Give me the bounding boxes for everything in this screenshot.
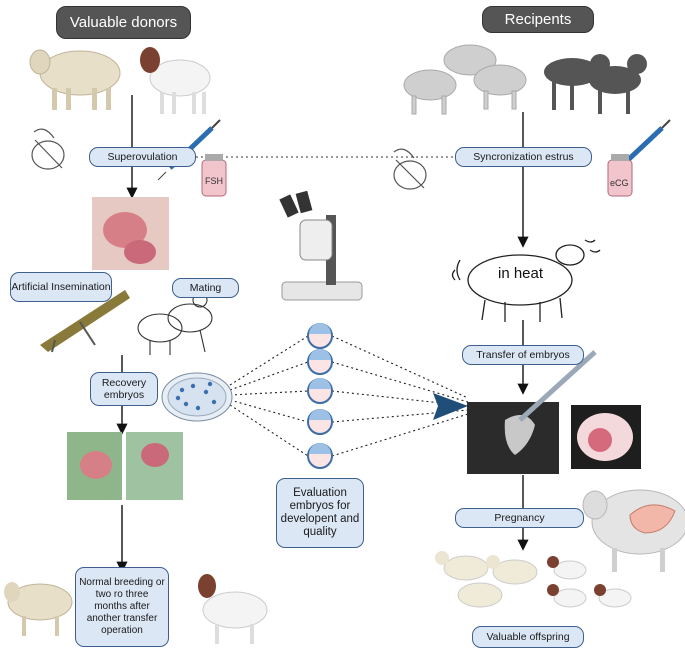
embryo-dotted-lines: [229, 335, 469, 457]
recipient-sheep-icon: [403, 44, 527, 115]
fsh-vial-icon: [201, 154, 227, 197]
mating-label: Mating: [172, 278, 239, 298]
ecg-label: eCG: [610, 178, 629, 188]
in-heat-label: in heat: [498, 265, 544, 282]
bottom-sheep-icon: [4, 582, 73, 636]
embryo-icon: [307, 349, 333, 375]
fsh-label: FSH: [205, 176, 223, 186]
flow-lines: [116, 95, 529, 573]
injection-hand-icon-right: [393, 148, 427, 190]
donor-goat-icon: [140, 47, 211, 114]
embryo-icon: [307, 443, 333, 469]
embryo-icon: [307, 378, 333, 404]
artificial-insemination-label: Artificial Insemination: [10, 272, 112, 302]
superovulation-label: Superovulation: [89, 147, 196, 167]
in-heat-sheep-icon: [451, 239, 601, 322]
sync-estrus-label: Syncronization estrus: [455, 147, 592, 167]
pregnancy-label: Pregnancy: [455, 508, 584, 528]
injection-hand-icon-left: [31, 128, 65, 170]
embryo-icons: [307, 323, 333, 469]
recovery-embryos-label: Recovery embryos: [90, 372, 158, 406]
blue-arrow: [433, 393, 468, 420]
offspring-kids-icon: [547, 556, 632, 608]
pregnant-sheep-icon: [582, 489, 685, 572]
syringe-icon-right: [626, 119, 671, 162]
recipients-header: Recipents: [482, 6, 594, 33]
mating-sheep-icon: [137, 292, 213, 355]
valuable-offspring-label: Valuable offspring: [472, 626, 584, 648]
embryo-icon: [307, 409, 333, 435]
normal-breeding-label: Normal breeding or two ro three months a…: [75, 567, 169, 647]
donors-header: Valuable donors: [56, 6, 191, 39]
surgery-photo: [67, 432, 183, 500]
microscope-icon: [279, 190, 363, 301]
insemination-tool-icon: [40, 290, 130, 353]
recipient-goats-icon: [544, 54, 647, 114]
transfer-photo: [467, 350, 597, 474]
petri-dish-icon: [161, 372, 233, 422]
donor-sheep-icon: [29, 49, 121, 110]
embryo-icon: [307, 323, 333, 349]
offspring-lambs-icon: [435, 551, 538, 608]
evaluation-label: Evaluation embryos for developent and qu…: [276, 478, 364, 548]
bottom-goat-icon: [198, 574, 268, 644]
transfer-label: Transfer of embryos: [462, 345, 584, 365]
endoscope-photo: [571, 405, 641, 469]
ovary-photo: [92, 197, 169, 270]
ecg-vial-icon: [607, 154, 633, 197]
